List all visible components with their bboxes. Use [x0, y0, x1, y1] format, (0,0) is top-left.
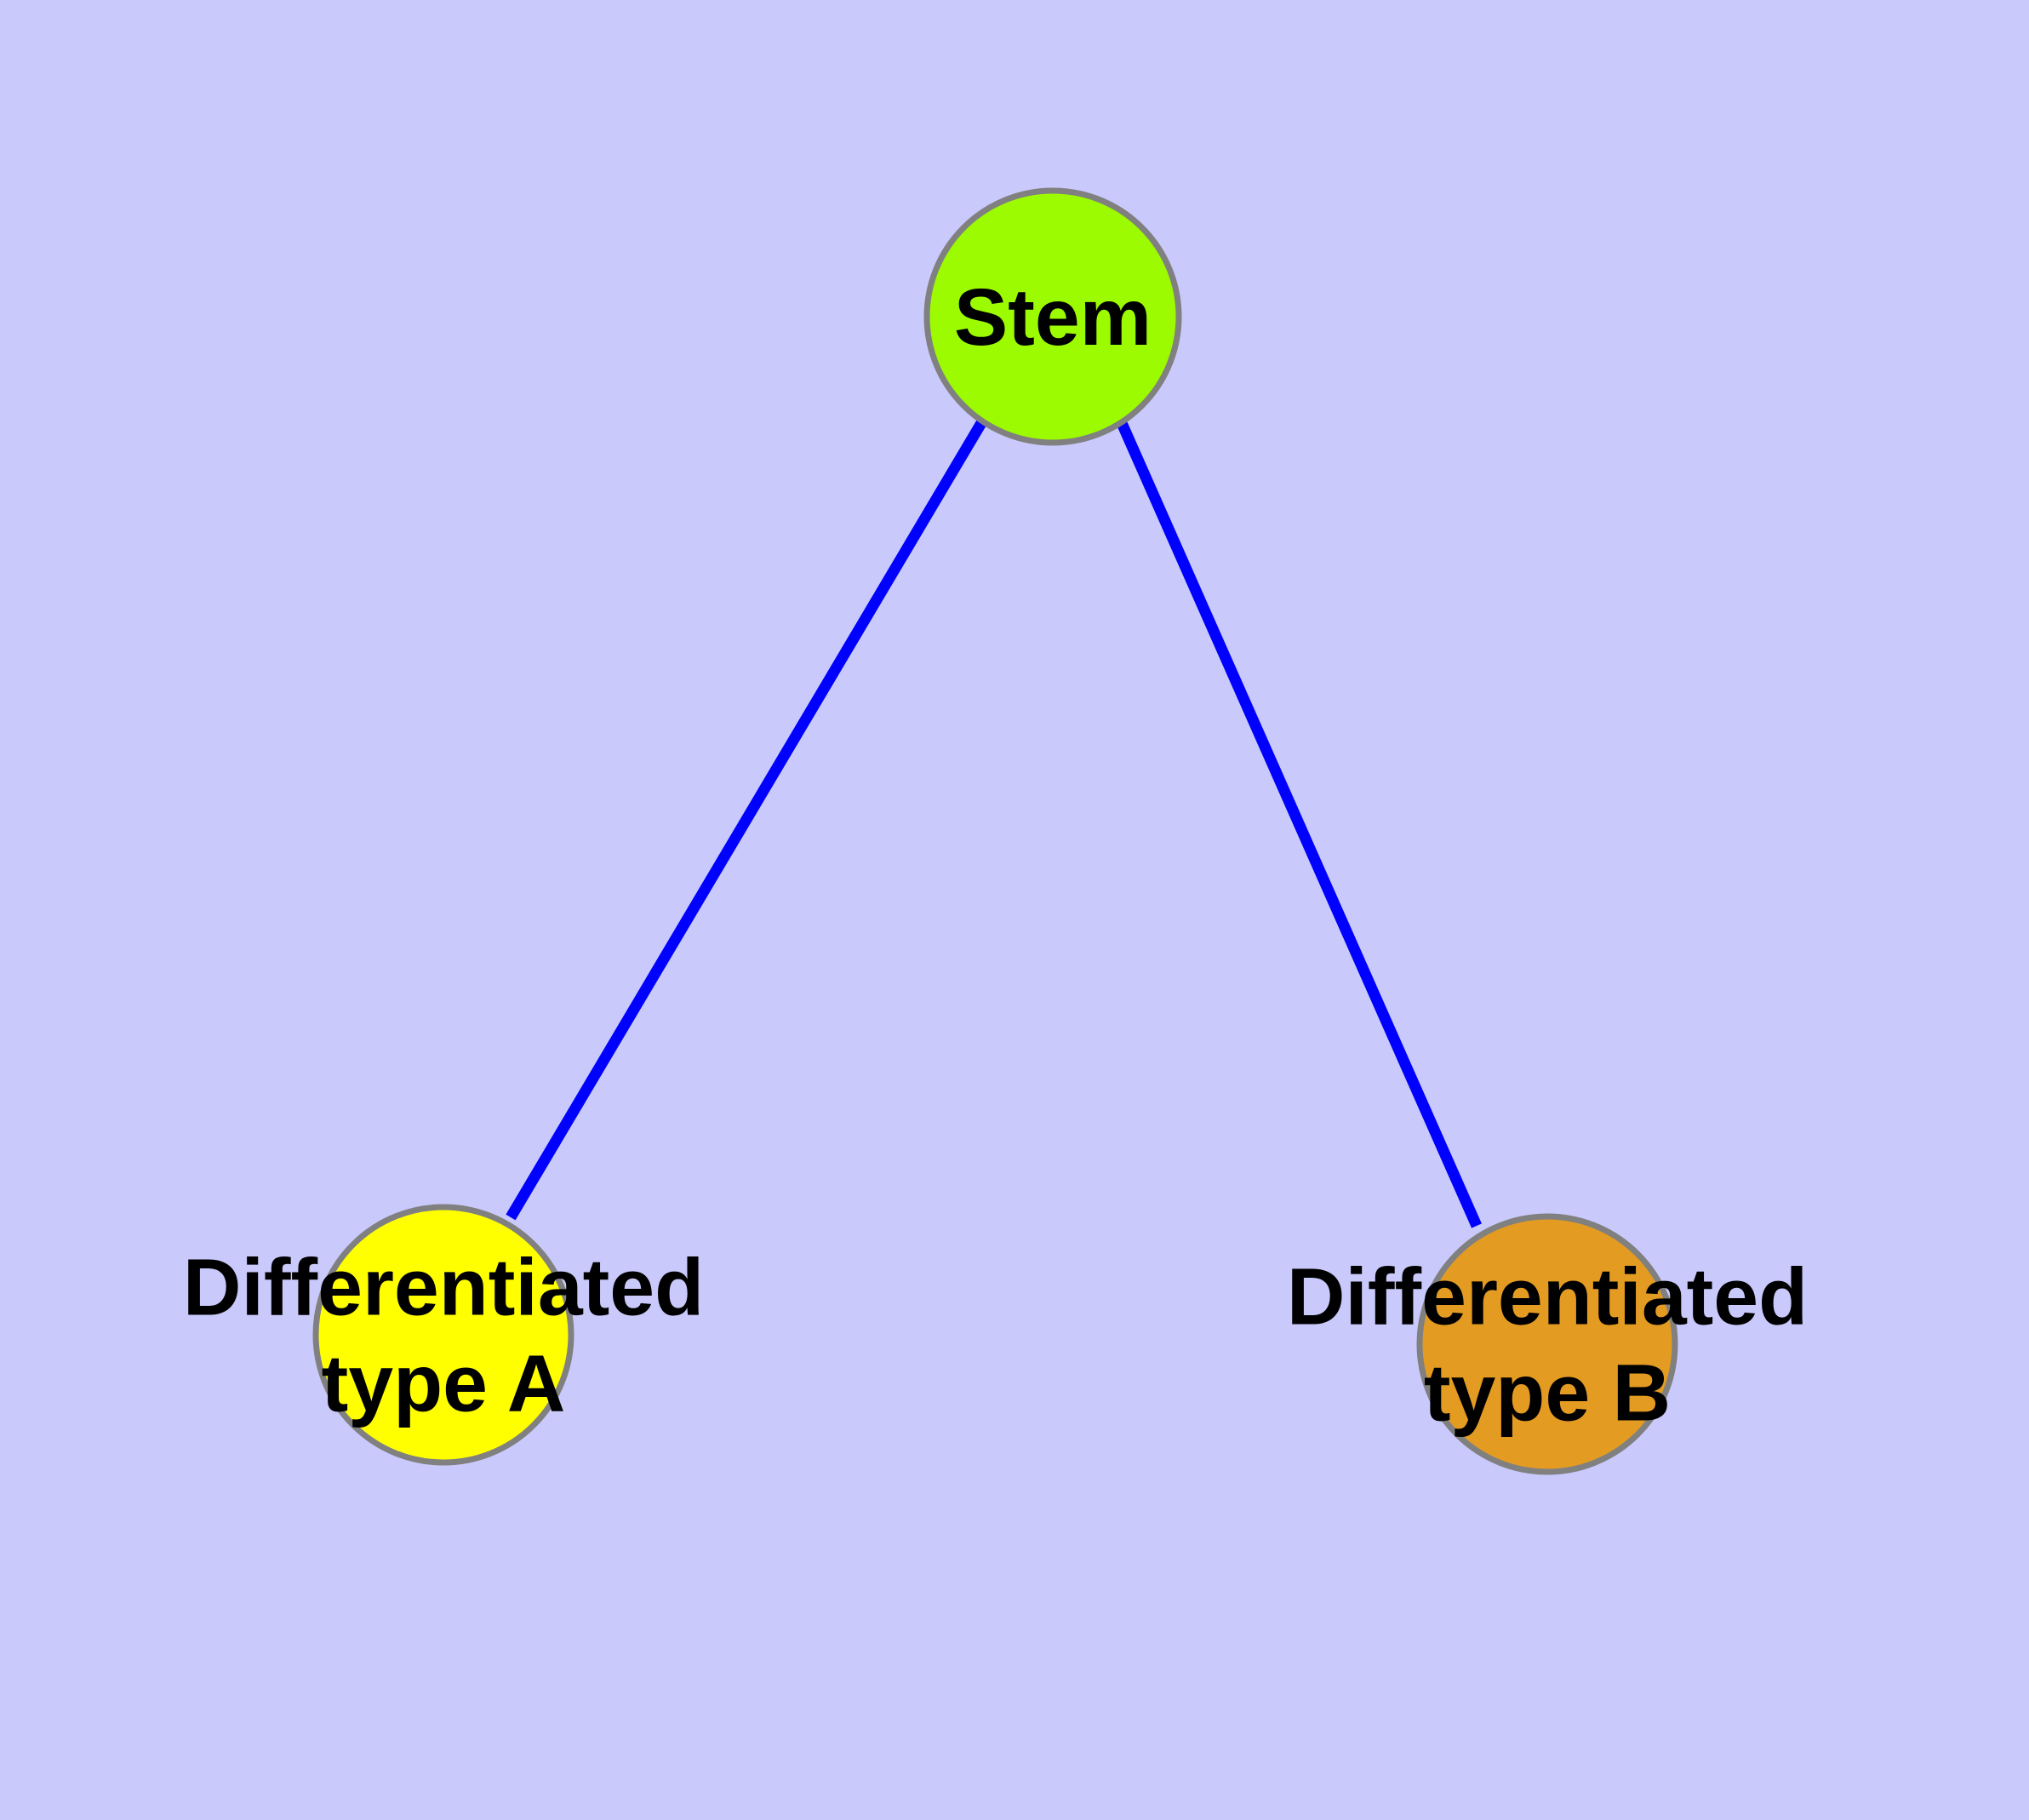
edge-stem-to-differentiated-type-b[interactable] [1117, 421, 1482, 1228]
node-differentiated-type-b-circle[interactable] [1416, 1213, 1678, 1475]
node-stem-circle[interactable] [923, 187, 1182, 446]
node-label-line: type A [322, 1339, 566, 1429]
edge-stem-to-differentiated-type-a[interactable] [506, 420, 986, 1221]
node-label-line: Differentiated [1287, 1252, 1808, 1342]
node-label-line: Stem [954, 272, 1152, 363]
node-differentiated-type-a-circle[interactable] [312, 1204, 574, 1466]
node-label-line: type B [1424, 1348, 1671, 1439]
node-stem-label: Stem [954, 272, 1152, 363]
node-stem[interactable]: Stem [923, 187, 1182, 446]
edge-layer [506, 420, 1482, 1228]
node-label-line: Differentiated [183, 1243, 704, 1333]
